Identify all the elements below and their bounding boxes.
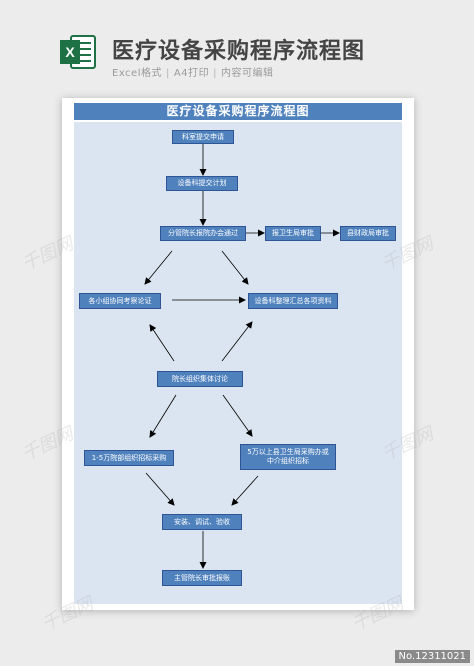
node-tender-large: 5万以上县卫生局采购办或 中介组织招标 [240,444,336,470]
flow-canvas [74,122,402,604]
node-compile-docs: 设备科整理汇总各项资料 [248,293,338,309]
node-vp-approve: 分管院长报院办会通过 [160,226,246,241]
header: X 医疗设备采购程序流程图 Excel格式|A4打印|内容可编辑 [0,0,474,95]
meta-format: Excel格式 [112,68,162,79]
node-equip-plan: 设备科提交计划 [166,176,238,191]
node-install-accept: 安装、调试、验收 [162,514,242,530]
node-finance-bureau: 县财政局审批 [340,226,396,241]
node-dept-apply: 科室提交申请 [172,130,234,144]
node-tender-small: 1-5万院部组织招标采购 [84,450,174,466]
node-final-approve: 主管院长审批报账 [162,570,242,586]
page-title: 医疗设备采购程序流程图 [112,39,366,64]
node-health-bureau: 报卫生局审批 [265,226,321,241]
excel-icon-letter: X [65,44,75,60]
file-meta: Excel格式|A4打印|内容可编辑 [112,68,274,79]
meta-edit: 内容可编辑 [220,68,274,79]
diagram-title: 医疗设备采购程序流程图 [74,103,402,120]
excel-icon: X [60,35,96,69]
node-dean-discuss: 院长组织集体讨论 [157,371,243,387]
meta-print: A4打印 [173,68,210,79]
footer-id: No.12311021 [394,650,470,663]
node-team-review: 各小组协同考察论证 [79,293,161,309]
